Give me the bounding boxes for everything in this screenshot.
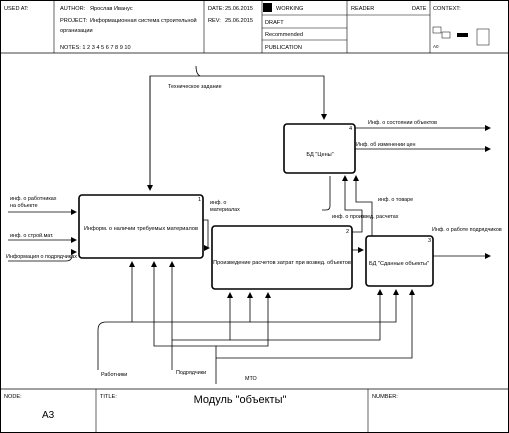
diagram-title: Модуль "объекты" [194, 394, 287, 406]
workers-info-label-line1: инф. о работниках [10, 196, 57, 202]
workers-label: Работники [101, 372, 127, 378]
status-recommended: Recommended [265, 32, 303, 38]
status-working: WORKING [276, 6, 303, 12]
author-value: Ярослав Иванус [90, 6, 133, 12]
rev-label: REV: [208, 18, 221, 24]
activity-box-2: Произведение расчетов затрат при возвед.… [211, 225, 353, 290]
calc-info-arrow [342, 175, 363, 233]
node-label: NODE: [4, 394, 22, 400]
arrows [8, 65, 491, 384]
status-working-mark [263, 3, 272, 12]
date-value: 25.06.2015 [225, 6, 253, 12]
box-1-label: Информ. о наличии требуемых материалов [84, 226, 198, 232]
box4-left-loop [322, 176, 331, 211]
materials-info-arrow [203, 219, 210, 251]
context-label: CONTEXT: [433, 6, 461, 12]
title-label: TITLE: [100, 394, 117, 400]
context-box-3 [476, 28, 490, 46]
tech-task-label: Техническое задание [168, 84, 222, 90]
date-label: DATE: [208, 6, 225, 12]
box-1-number: 1 [198, 197, 201, 203]
contractors-info-arrow [8, 249, 77, 262]
context-box-1 [432, 26, 442, 34]
box-4-number: 4 [349, 126, 352, 132]
box-2-label: Произведение расчетов затрат при возвед.… [213, 260, 351, 266]
workers-mech-box1 [97, 261, 135, 370]
project-value-line2: организации [60, 28, 93, 34]
contractors-label: Подрядчики [176, 370, 206, 376]
rev-value: 25.06.2015 [225, 18, 253, 24]
reader-date-label: DATE [412, 6, 427, 12]
goods-info-arrow [353, 175, 373, 236]
project-label: PROJECT: [60, 18, 87, 24]
box-3-number: 3 [428, 238, 431, 244]
reader-label: READER [351, 6, 374, 12]
arrow-labels: Техническое задание инф. о работниках на… [6, 84, 502, 382]
goods-info-label: инф. о товаре [378, 197, 413, 203]
notes: NOTES: 1 2 3 4 5 6 7 8 9 10 [60, 45, 131, 51]
box-2-number: 2 [346, 229, 349, 235]
mto-mech-box3 [268, 289, 415, 359]
author-label: AUTHOR: [60, 6, 86, 12]
context-box-current [457, 33, 468, 37]
activity-box-4: БД "Цены" 4 [283, 123, 356, 174]
context-node: A0 [433, 44, 439, 49]
number-label: NUMBER: [372, 394, 398, 400]
box-4-label: БД "Цены" [306, 152, 333, 158]
workers-mech-box3 [250, 289, 399, 323]
header: USED AT: AUTHOR: Ярослав Иванус PROJECT:… [0, 0, 509, 54]
mto-mech-box2 [216, 292, 271, 347]
node-value: A3 [42, 410, 55, 421]
building-mat-label: инф. о строй.мат. [10, 232, 54, 239]
activity-box-1: Информ. о наличии требуемых материалов 1 [78, 194, 204, 259]
contractors-mech-box3 [230, 289, 383, 341]
contractors-info-label: Информация о подрядчиках [6, 254, 77, 260]
mto-label: МТО [245, 376, 257, 382]
materials-info-label-line1: инф. о [210, 200, 226, 206]
materials-info-label-line2: материалах [210, 207, 240, 213]
price-change-label: Инф. об изменении цен [356, 142, 416, 148]
contractors-work-label: Инф. о работе подрядчиков [432, 227, 502, 233]
status-publication: PUBLICATION [265, 45, 302, 51]
box-3-label: БД "Сданные объекты" [369, 261, 429, 267]
used-at-label: USED AT: [4, 6, 29, 12]
context-box-2 [441, 31, 451, 39]
footer: NODE: A3 TITLE: Модуль "объекты" NUMBER: [0, 388, 509, 433]
project-value-line1: Информационная система строительной [90, 17, 197, 24]
objects-state-label: Инф. о состоянии объектов [368, 120, 437, 126]
calc-info-label: инф. о произвед. расчетах [332, 214, 399, 220]
activity-box-3: БД "Сданные объекты" 3 [365, 235, 434, 287]
status-draft: DRAFT [265, 20, 284, 26]
workers-info-label-line2: на объекте [10, 203, 38, 209]
